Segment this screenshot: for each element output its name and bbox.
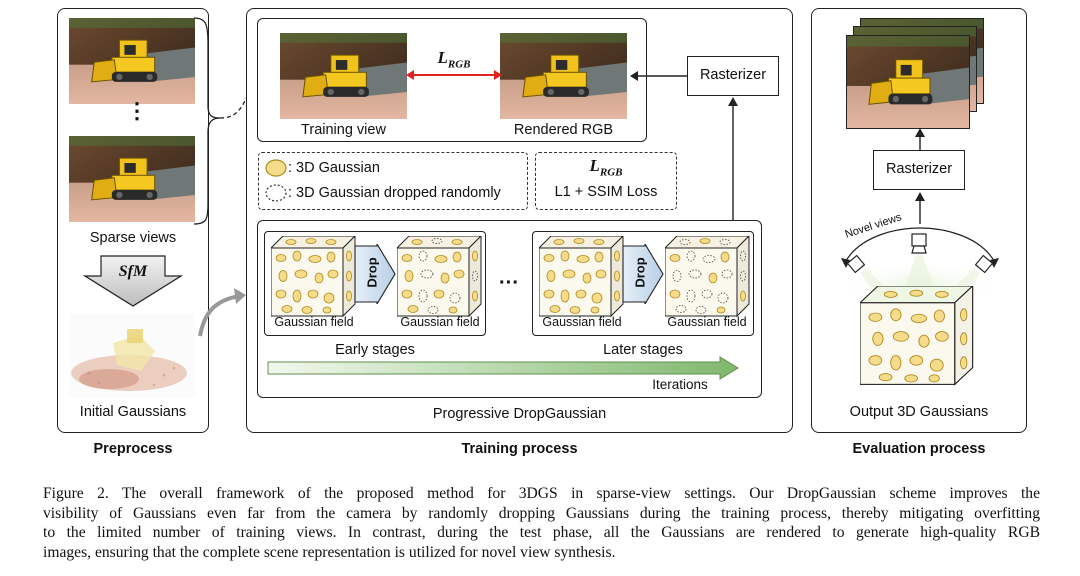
evaluation-section-title: Evaluation process — [852, 441, 986, 457]
sparse-view-image-1 — [69, 18, 195, 104]
caption-line-1: Figure 2. The overall framework of the p… — [43, 485, 1040, 502]
training-section-title: Training process — [461, 441, 578, 457]
rasterizer-label-eval: Rasterizer — [885, 161, 953, 177]
rasterizer-box-eval — [873, 150, 965, 190]
preprocess-section-title: Preprocess — [93, 441, 173, 457]
progressive-dropgaussian-label: Progressive DropGaussian — [432, 406, 607, 422]
gaussian-field-cube-2 — [397, 236, 482, 317]
output-image-front — [846, 35, 970, 129]
legend-box — [258, 152, 528, 210]
initial-gaussians-label: Initial Gaussians — [79, 404, 187, 420]
output-gaussians-label: Output 3D Gaussians — [849, 404, 989, 420]
legend-gaussian-label: : 3D Gaussian — [288, 160, 380, 176]
vertical-ellipsis: ⋮ — [126, 98, 148, 123]
sfm-label: SfM — [118, 263, 148, 280]
gaussian-field-cube-1 — [271, 236, 356, 317]
rasterizer-arrows — [630, 71, 738, 224]
gaussian-field-label-2: Gaussian field — [400, 315, 480, 329]
caption-line-4: images, ensuring that the complete scene… — [43, 543, 616, 561]
sfm-arrow — [83, 255, 183, 307]
rendered-rgb-image — [500, 33, 627, 119]
eval-arrow-up-2 — [915, 192, 925, 224]
later-stages-label: Later stages — [603, 342, 683, 358]
iterations-arrow — [267, 356, 739, 380]
sparse-views-label: Sparse views — [89, 230, 177, 246]
drop-arrow-2 — [622, 244, 664, 304]
caption-line-3: to the limited number of training views.… — [43, 524, 1040, 542]
gaussian-field-label-3: Gaussian field — [542, 315, 622, 329]
loss-label-top: LRGB — [437, 48, 471, 71]
eval-arrow-up — [915, 128, 925, 150]
gaussian-field-label-4: Gaussian field — [667, 315, 747, 329]
loss-description: L1 + SSIM Loss — [554, 184, 658, 200]
loss-label-box: LRGB — [589, 156, 623, 179]
dropped-legend-icon — [265, 184, 287, 202]
gaussian-field-cube-4 — [665, 236, 750, 317]
rasterizer-box-training — [687, 56, 779, 96]
drop-label-1: Drop — [364, 257, 380, 288]
output-gaussian-cube — [860, 286, 974, 386]
gaussian-field-cube-3 — [539, 236, 624, 317]
rendered-rgb-label: Rendered RGB — [513, 122, 614, 138]
rasterizer-label-training: Rasterizer — [699, 67, 767, 83]
initial-gaussians-image — [69, 313, 195, 397]
drop-arrow-1 — [354, 244, 396, 304]
training-view-label: Training view — [301, 122, 386, 138]
gaussian-field-label-1: Gaussian field — [274, 315, 354, 329]
caption-line-2: visibility of Gaussians even far from th… — [43, 504, 1040, 522]
loss-double-arrow — [406, 70, 502, 80]
gaussian-legend-icon — [265, 159, 287, 177]
figure-caption: Figure 2. The overall framework of the p… — [43, 484, 1040, 562]
early-stages-label: Early stages — [335, 342, 415, 358]
legend-dropped-label: : 3D Gaussian dropped randomly — [288, 185, 501, 201]
sparse-view-image-2 — [69, 136, 195, 222]
loss-box — [535, 152, 677, 210]
training-view-image — [280, 33, 407, 119]
drop-label-2: Drop — [632, 257, 648, 288]
iterations-label: Iterations — [652, 377, 708, 392]
horizontal-ellipsis: ··· — [499, 272, 519, 294]
